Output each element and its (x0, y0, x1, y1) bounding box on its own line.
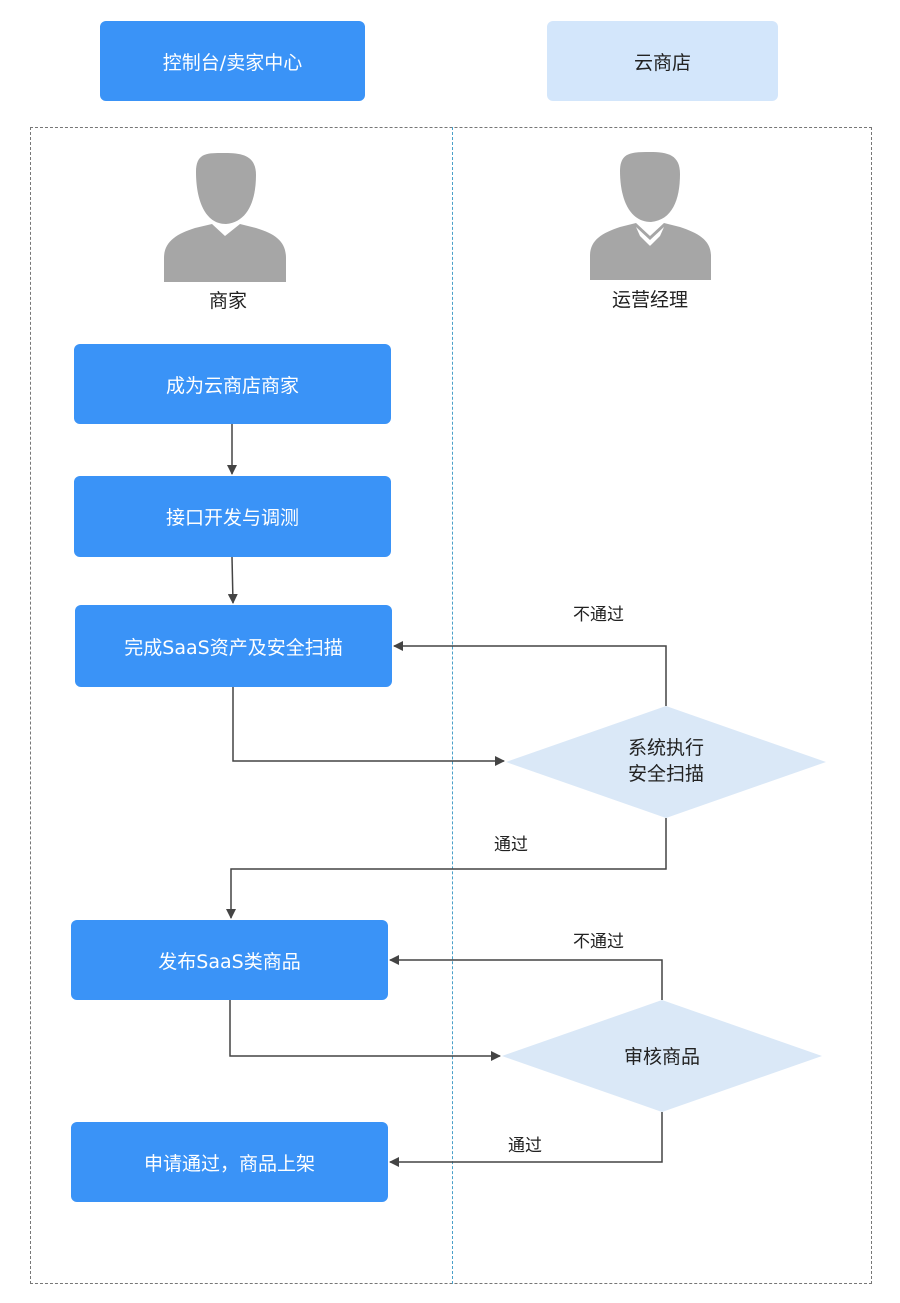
step-complete-assets: 完成SaaS资产及安全扫描 (75, 605, 392, 687)
step-product-listed: 申请通过，商品上架 (71, 1122, 388, 1202)
review-decision (502, 1000, 822, 1112)
arrow-scan-pass (226, 818, 667, 919)
step-become-merchant: 成为云商店商家 (74, 344, 391, 424)
role-label-merchant: 商家 (208, 290, 247, 312)
security-scan-label-line1: 系统执行 (627, 737, 704, 759)
review-label: 审核商品 (623, 1046, 700, 1068)
arrow-step2-to-step3 (227, 556, 238, 604)
lane-header-console: 控制台/卖家中心 (100, 21, 365, 101)
arrow-review-pass (389, 1112, 663, 1167)
merchant-person-icon (164, 152, 286, 282)
edge-label-scan-pass: 通过 (494, 835, 528, 855)
step-publish-product: 发布SaaS类商品 (71, 920, 388, 1000)
arrow-step4-to-review (229, 1000, 501, 1061)
edge-label-review-fail: 不通过 (573, 932, 624, 952)
arrow-review-fail (389, 955, 663, 1000)
security-scan-label-line2: 安全扫描 (627, 763, 704, 785)
security-scan-label: 系统执行 安全扫描 (566, 735, 766, 787)
arrow-scan-fail (393, 641, 667, 706)
role-label-manager: 运营经理 (611, 289, 688, 311)
swimlane-divider (452, 127, 453, 1284)
edge-label-review-pass: 通过 (508, 1136, 542, 1156)
edge-label-scan-fail: 不通过 (573, 605, 624, 625)
security-scan-decision (506, 706, 826, 818)
lane-header-cloud-store: 云商店 (547, 21, 778, 101)
manager-person-icon (590, 152, 711, 280)
step-api-development: 接口开发与调测 (74, 476, 391, 557)
arrow-step3-to-scan (232, 687, 505, 766)
swimlane-frame (30, 127, 872, 1284)
